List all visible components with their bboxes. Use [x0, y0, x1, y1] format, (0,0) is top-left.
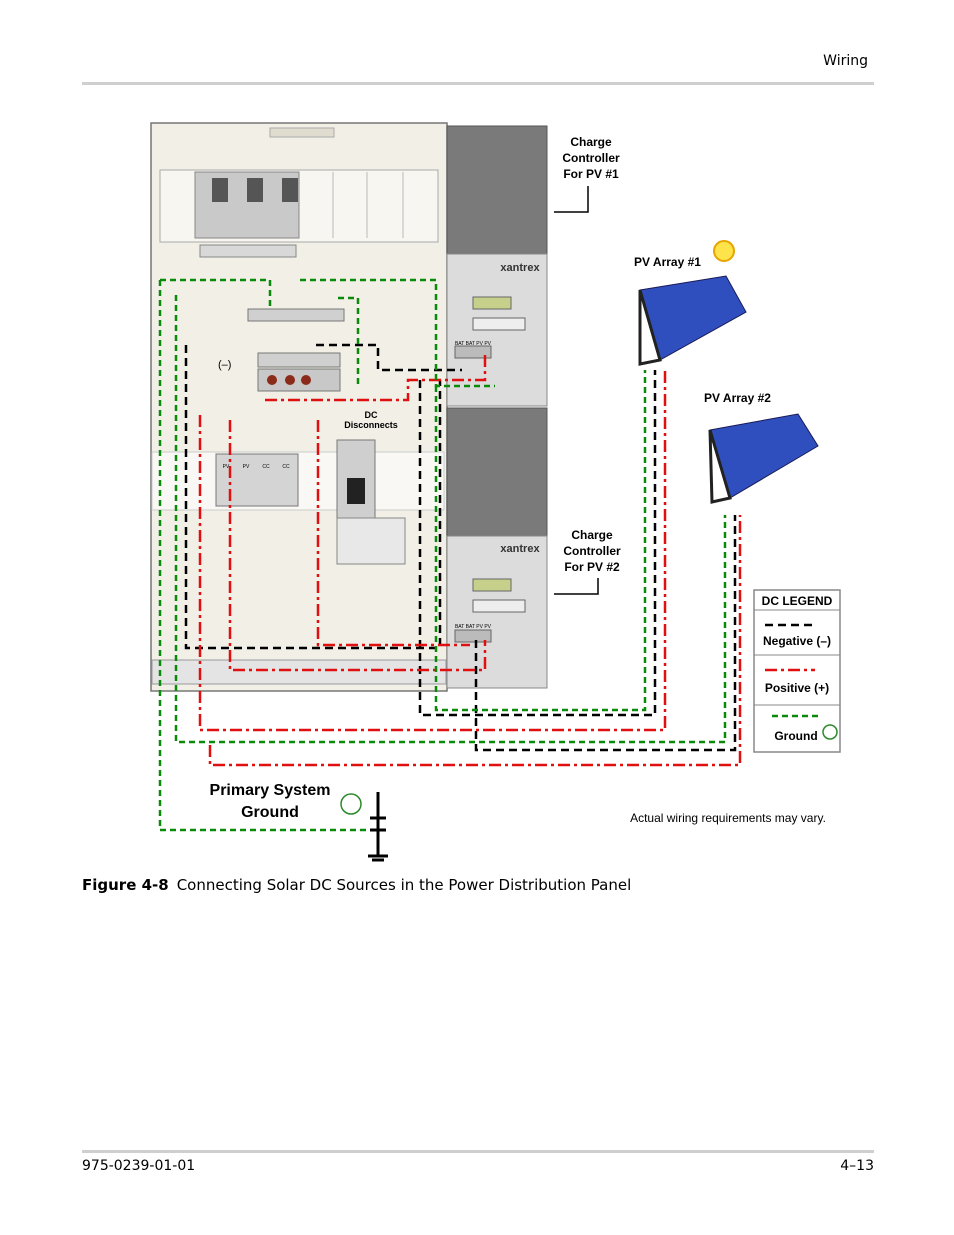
breaker-label: CC	[262, 464, 270, 470]
footer-rule	[82, 1150, 874, 1153]
figure-label: Figure 4-8	[82, 876, 169, 894]
breaker-label: PV	[223, 464, 230, 470]
terminal-labels-1: BAT BAT PV PV	[455, 341, 492, 347]
breaker-label: CC	[282, 464, 290, 470]
ground-wires	[158, 278, 727, 832]
positive-wires	[198, 355, 742, 767]
figure-caption: Figure 4-8 Connecting Solar DC Sources in…	[82, 876, 631, 894]
negative-wires	[184, 343, 737, 752]
negative-bus-label: (–)	[218, 359, 231, 371]
wiring-diagram: Charge Controller For PV #1 Charge Contr…	[150, 122, 841, 862]
legend-negative: Negative (–)	[763, 634, 831, 648]
legend-title: DC LEGEND	[762, 594, 833, 608]
controller-pointers	[554, 186, 599, 595]
legend-positive: Positive (+)	[765, 681, 829, 695]
ground-title-line1: Primary System	[210, 782, 331, 799]
dc-disconnects-label-2: Disconnects	[344, 420, 398, 430]
running-header: Wiring	[823, 53, 868, 69]
charge-controller-2	[446, 407, 548, 689]
controller2-label-line2: Controller	[563, 544, 621, 558]
page-number: 4–13	[840, 1158, 874, 1174]
controller1-label-line1: Charge	[570, 135, 612, 149]
distribution-panel	[150, 122, 448, 692]
earth-ground-symbol	[368, 792, 388, 862]
controller2-label-line1: Charge	[571, 528, 613, 542]
pv-array-1-label: PV Array #1	[634, 255, 701, 269]
controller1-label-line2: Controller	[562, 151, 620, 165]
pv-array-1	[638, 240, 747, 366]
brand-logo-2: xantrex	[500, 543, 540, 555]
document-number: 975-0239-01-01	[82, 1158, 196, 1174]
header-rule	[82, 82, 874, 85]
pv-array-2-label: PV Array #2	[704, 391, 771, 405]
pv-array-2	[708, 413, 819, 504]
dc-disconnects-label-1: DC	[365, 410, 378, 420]
controller2-label-line3: For PV #2	[564, 560, 620, 574]
terminal-labels-2: BAT BAT PV PV	[455, 624, 492, 630]
wiring-note: Actual wiring requirements may vary.	[630, 811, 826, 825]
controller1-label-line3: For PV #1	[563, 167, 619, 181]
brand-logo-1: xantrex	[500, 262, 540, 274]
legend-ground: Ground	[774, 729, 817, 743]
breaker-label: PV	[243, 464, 250, 470]
figure-caption-text: Connecting Solar DC Sources in the Power…	[176, 876, 632, 894]
dc-legend	[753, 589, 841, 753]
ground-title-line2: Ground	[241, 804, 299, 821]
